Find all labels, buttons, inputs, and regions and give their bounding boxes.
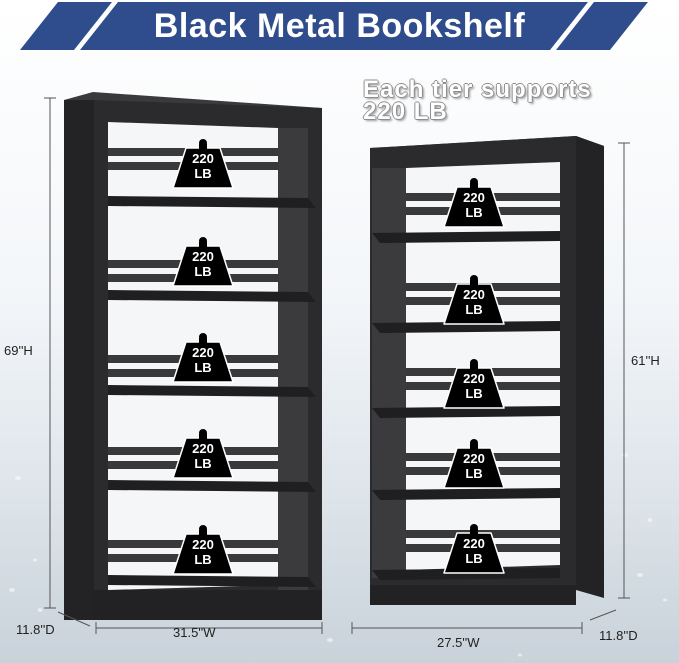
left-height-label: 69''H [4, 343, 33, 358]
badge-value: 220 [463, 451, 485, 466]
right-shelf-tier-1 [372, 231, 560, 243]
left-shelf-tier-2 [108, 290, 316, 302]
badge-unit: LB [194, 552, 212, 567]
badge-unit: LB [194, 456, 212, 471]
banner-stripe-right [556, 2, 648, 50]
dimension-lines [44, 97, 630, 634]
banner-stripe-left [20, 2, 112, 50]
right-width-label: 27.5''W [437, 635, 480, 650]
left-width-label: 31.5''W [173, 625, 216, 640]
badge-unit: LB [194, 166, 212, 181]
badge-value: 220 [463, 190, 485, 205]
badge-unit: LB [194, 264, 212, 279]
page-title: Black Metal Bookshelf [153, 7, 526, 45]
load-capacity-note: Each tier supports 220 LB [363, 76, 613, 125]
badge-value: 220 [192, 249, 214, 264]
right-bookshelf [370, 136, 604, 605]
left-shelf-tier-3 [108, 385, 316, 397]
left-depth-line [57, 611, 91, 627]
left-depth-label: 11.8''D [16, 622, 55, 637]
load-note-line1: Each tier supports [363, 76, 592, 103]
badge-unit: LB [465, 205, 483, 220]
right-shelf-tier-3 [372, 406, 560, 418]
badge-value: 220 [192, 537, 214, 552]
left-shelf-side-panel [64, 100, 94, 620]
left-shelf-tier-1 [108, 196, 316, 208]
right-shelf-side-panel [576, 136, 604, 598]
water-droplets [9, 453, 667, 657]
badge-unit: LB [465, 302, 483, 317]
right-shelf-tier-4 [372, 488, 560, 500]
load-note-line2: 220 LB [363, 98, 448, 125]
right-shelf-tier-2 [372, 321, 560, 333]
badge-unit: LB [465, 386, 483, 401]
right-depth-label: 11.8''D [599, 628, 638, 643]
left-shelf-tier-5 [108, 575, 316, 587]
badge-value: 220 [463, 536, 485, 551]
badge-value: 220 [192, 151, 214, 166]
left-shelf-tier-4 [108, 480, 316, 492]
badge-value: 220 [463, 287, 485, 302]
badge-unit: LB [194, 360, 212, 375]
badge-unit: LB [465, 466, 483, 481]
right-shelf-tier-5 [372, 568, 560, 580]
right-height-label: 61''H [631, 353, 660, 368]
badge-unit: LB [465, 551, 483, 566]
banner-plate [80, 2, 588, 50]
badge-value: 220 [463, 371, 485, 386]
right-depth-line [589, 609, 617, 621]
badge-value: 220 [192, 345, 214, 360]
title-banner [20, 2, 648, 50]
badge-value: 220 [192, 441, 214, 456]
